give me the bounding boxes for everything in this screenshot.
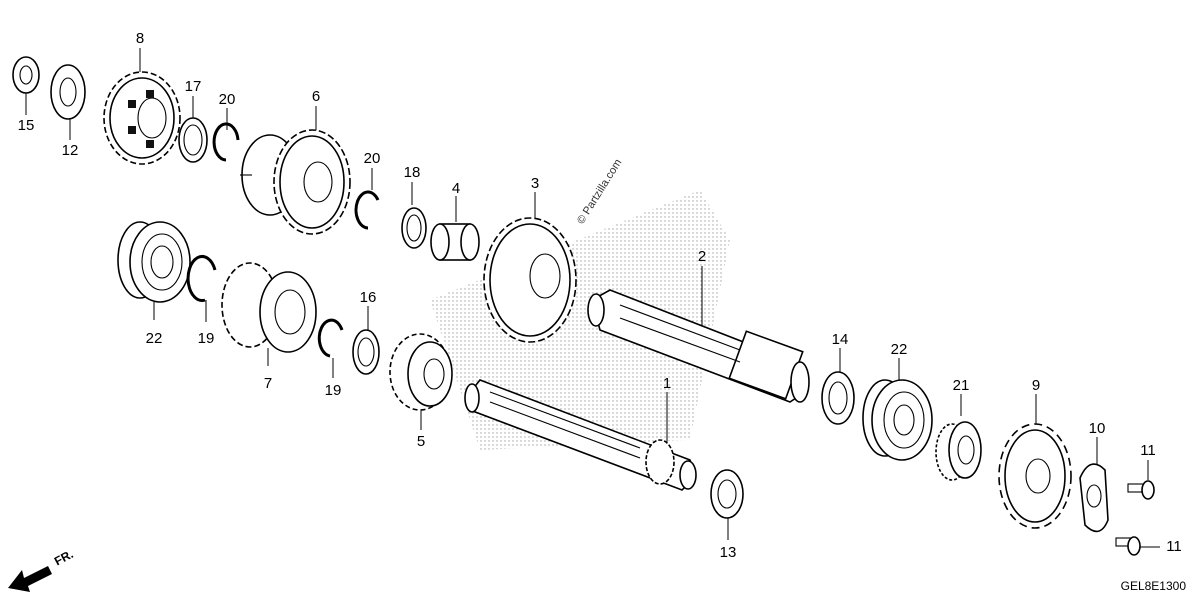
part-8-gear [103, 71, 181, 165]
callout-6: 6 [311, 88, 321, 105]
callout-20b: 20 [363, 150, 381, 167]
callout-20a: 20 [218, 91, 236, 108]
callout-15: 15 [17, 117, 35, 134]
callout-10: 10 [1088, 420, 1106, 437]
callout-1: 1 [662, 375, 672, 392]
part-22-bearing-a [117, 221, 191, 303]
part-22-bearing-b [862, 379, 933, 461]
callout-7: 7 [263, 375, 273, 392]
callout-18: 18 [403, 164, 421, 181]
part-20-snap-ring-b [354, 190, 380, 230]
callout-19a: 19 [197, 330, 215, 347]
part-1-mainshaft [464, 379, 697, 491]
part-18-splined-washer [401, 207, 427, 249]
part-15-washer [12, 56, 40, 94]
diagram-code: GEL8E1300 [1120, 579, 1186, 593]
callout-22a: 22 [145, 330, 163, 347]
part-3-gear [483, 217, 577, 343]
part-10-fixing-plate [1079, 463, 1109, 533]
callout-12: 12 [61, 142, 79, 159]
callout-8: 8 [135, 30, 145, 47]
callout-3: 3 [530, 175, 540, 192]
part-9-drive-sprocket [998, 423, 1072, 529]
part-20-snap-ring-a [212, 122, 240, 162]
background-logo-pattern [430, 190, 730, 450]
callout-13: 13 [719, 544, 737, 561]
callout-4: 4 [451, 180, 461, 197]
part-5-gear [389, 333, 453, 411]
part-7-gear [221, 262, 317, 353]
part-16-splined-washer [352, 329, 380, 375]
callout-5: 5 [416, 433, 426, 450]
part-19-snap-ring-a [186, 255, 217, 302]
front-direction-arrow-icon [8, 566, 52, 592]
callout-22b: 22 [890, 341, 908, 358]
part-14-washer [821, 371, 855, 425]
callout-9: 9 [1031, 377, 1041, 394]
part-11-bolt-b [1115, 536, 1141, 556]
part-6-gear [240, 129, 351, 235]
callout-11a: 11 [1140, 442, 1156, 459]
part-11-bolt-a [1127, 480, 1155, 500]
part-19-snap-ring-b [317, 318, 344, 358]
part-13-washer [710, 469, 744, 519]
callout-14: 14 [831, 331, 849, 348]
callout-21: 21 [952, 377, 970, 394]
callout-17: 17 [184, 78, 202, 95]
part-21-oil-seal [935, 421, 982, 481]
callout-11b: 11 [1166, 538, 1182, 555]
part-2-countershaft [587, 289, 810, 403]
part-17-splined-washer [178, 117, 208, 163]
part-4-bushing [430, 223, 480, 261]
callout-16: 16 [359, 289, 377, 306]
part-12-thrust-washer [50, 64, 86, 120]
callout-2: 2 [697, 248, 707, 265]
callout-19b: 19 [324, 382, 342, 399]
